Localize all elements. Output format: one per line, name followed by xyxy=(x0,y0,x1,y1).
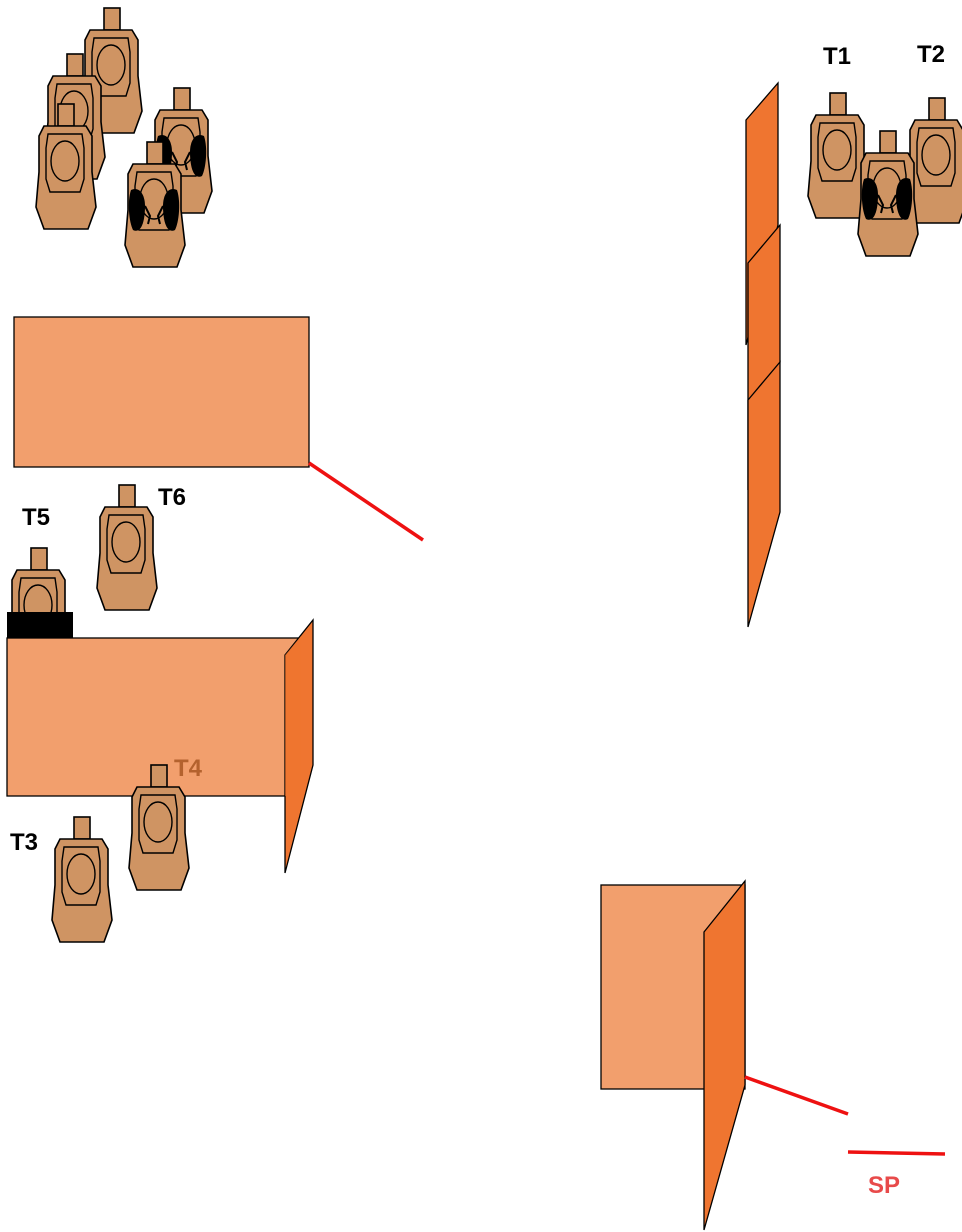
label-start-position: SP xyxy=(868,1172,900,1199)
wall-bottom-right xyxy=(703,879,746,1231)
label-t4: T4 xyxy=(174,755,203,782)
wall-right-long xyxy=(745,81,781,628)
fault-line-bottom-right xyxy=(744,1075,849,1116)
barrier-top-left xyxy=(13,316,310,468)
label-t5: T5 xyxy=(22,504,50,531)
target-cluster-top-right xyxy=(807,92,962,257)
fault-line-top-left xyxy=(308,461,424,542)
t5-hard-cover-black xyxy=(7,612,73,640)
label-t2: T2 xyxy=(917,41,945,68)
target-cluster-top-left xyxy=(35,7,213,268)
wall-middle-left-shade xyxy=(285,636,301,796)
label-t6: T6 xyxy=(158,484,186,511)
target-t3 xyxy=(51,816,113,943)
label-t3: T3 xyxy=(10,829,38,856)
target-t6 xyxy=(96,484,158,611)
start-position-line xyxy=(847,1150,946,1156)
label-t1: T1 xyxy=(823,43,851,70)
target-t1 xyxy=(807,92,869,219)
